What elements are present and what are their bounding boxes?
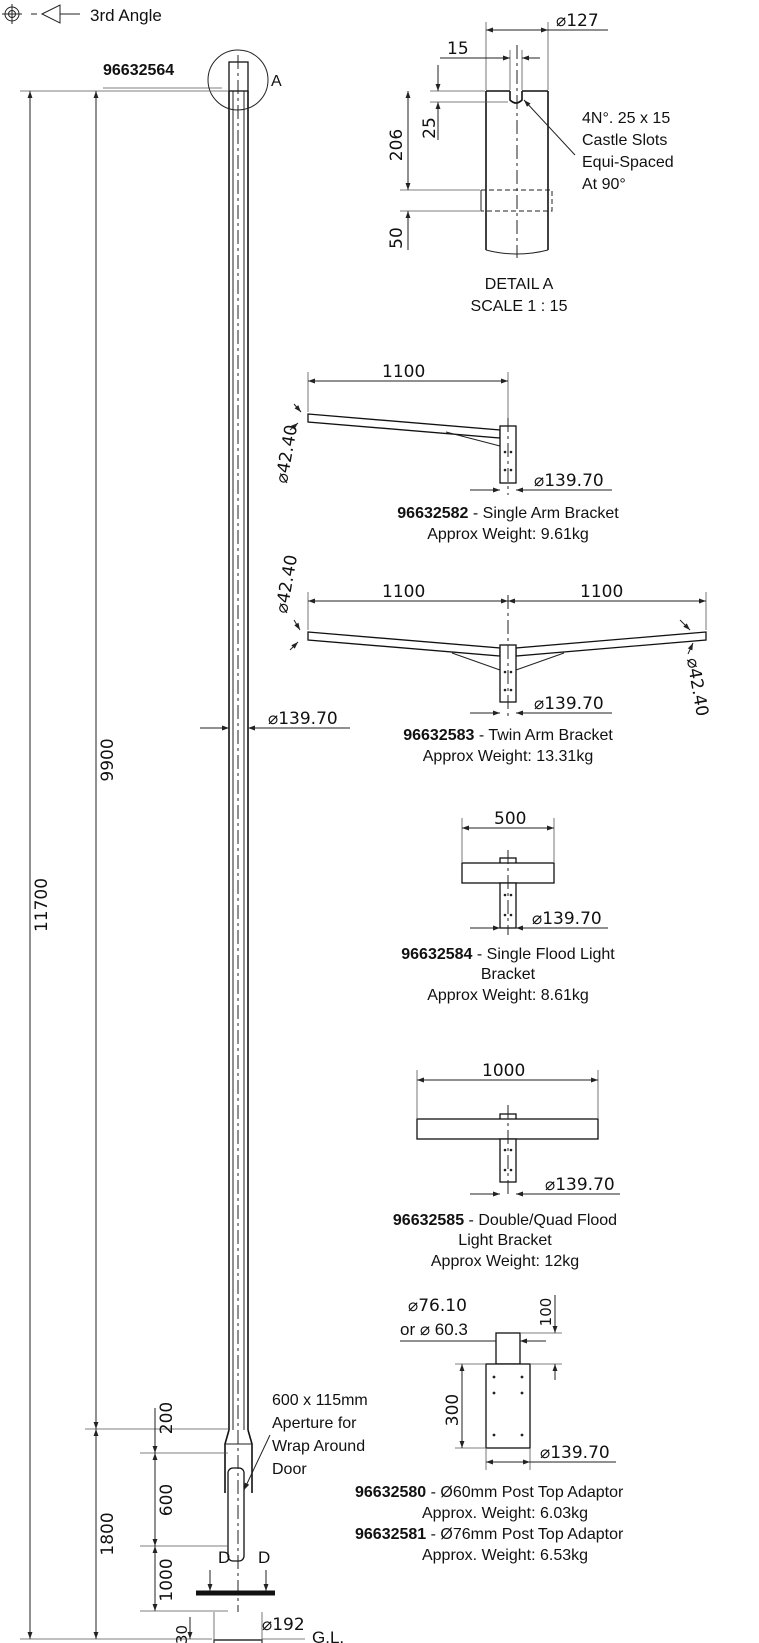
pole-part-number: 96632564 (103, 62, 174, 79)
dim-200: 200 (157, 1402, 177, 1434)
twin-arm-weight: Approx Weight: 13.31kg (423, 748, 593, 765)
detail-a-206: 206 (387, 129, 407, 161)
detail-a-note-line-1: 4N°. 25 x 15 (582, 110, 670, 127)
post-top-60-weight: Approx. Weight: 6.03kg (422, 1505, 588, 1522)
single-arm-caption: 96632582 - Single Arm Bracket (397, 505, 619, 522)
twin-arm-length-right: 1100 (580, 582, 623, 602)
detail-a-scale: SCALE 1 : 15 (471, 298, 568, 315)
detail-a-view (480, 45, 553, 258)
third-angle-projection-icon (2, 4, 80, 24)
detail-a-diameter: ⌀127 (556, 11, 599, 31)
ground-level-label: G.L. (312, 1628, 344, 1643)
dim-total-height: 11700 (32, 878, 52, 932)
door-note-line-3: Wrap Around (272, 1438, 365, 1455)
single-arm-weight: Approx Weight: 9.61kg (427, 526, 589, 543)
double-flood-width: 1000 (482, 1061, 525, 1081)
double-flood-spigot-diameter: ⌀139.70 (545, 1175, 615, 1195)
dim-pole-diameter: ⌀139.70 (268, 709, 338, 729)
dim-base-diameter: ⌀192 (262, 1615, 305, 1635)
post-top-adaptor-view (485, 1332, 531, 1449)
double-flood-caption-2: Light Bracket (458, 1232, 552, 1249)
door-note-line-2: Aperture for (272, 1415, 357, 1432)
detail-a-50: 50 (387, 227, 407, 249)
single-flood-spigot-diameter: ⌀139.70 (532, 909, 602, 929)
twin-arm-bracket-view (307, 595, 707, 716)
double-flood-caption: 96632585 - Double/Quad Flood (393, 1212, 617, 1229)
dim-upper-height: 9900 (98, 738, 118, 781)
detail-a-callout (207, 49, 269, 111)
projection-label: 3rd Angle (90, 6, 162, 25)
detail-a-slot-width: 15 (447, 39, 469, 59)
single-arm-length: 1100 (382, 362, 425, 382)
detail-a-slot-depth: 25 (420, 117, 440, 139)
dim-30: 30 (173, 1625, 191, 1643)
double-flood-bracket-view (416, 1105, 599, 1196)
post-top-60-caption: 96632580 - Ø60mm Post Top Adaptor (355, 1484, 624, 1501)
detail-callout-label: A (271, 73, 282, 90)
section-mark-left: D (218, 1548, 230, 1567)
post-top-diameter: ⌀76.10 (408, 1296, 467, 1316)
single-flood-bracket-view (461, 850, 555, 935)
dim-600: 600 (157, 1484, 177, 1516)
detail-a-note-line-2: Castle Slots (582, 132, 667, 149)
single-arm-spigot-diameter: ⌀139.70 (534, 471, 604, 491)
single-flood-caption-2: Bracket (481, 966, 536, 983)
detail-a-note-line-4: At 90° (582, 176, 626, 193)
single-flood-weight: Approx Weight: 8.61kg (427, 987, 589, 1004)
twin-arm-tube-diameter-left: ⌀42.40 (272, 553, 302, 614)
dim-lower-height: 1800 (98, 1512, 118, 1555)
post-top-76-caption: 96632581 - Ø76mm Post Top Adaptor (355, 1526, 624, 1543)
single-flood-caption: 96632584 - Single Flood Light (401, 946, 615, 963)
dim-1000: 1000 (157, 1558, 177, 1601)
single-arm-bracket-view (307, 413, 517, 495)
twin-arm-length-left: 1100 (382, 582, 425, 602)
post-top-spigot-height: 100 (537, 1298, 555, 1327)
post-top-spigot-diameter: ⌀139.70 (540, 1443, 610, 1463)
double-flood-weight: Approx Weight: 12kg (431, 1253, 579, 1270)
lighting-column (196, 55, 275, 1643)
door-note-line-4: Door (272, 1461, 307, 1478)
single-flood-width: 500 (494, 809, 526, 829)
door-note-line-1: 600 x 115mm (272, 1392, 368, 1409)
single-arm-tube-diameter: ⌀42.40 (272, 423, 302, 484)
detail-a-note-line-3: Equi-Spaced (582, 154, 674, 171)
twin-arm-spigot-diameter: ⌀139.70 (534, 694, 604, 714)
post-top-diameter-alt: or ⌀ 60.3 (400, 1320, 468, 1339)
post-top-76-weight: Approx. Weight: 6.53kg (422, 1547, 588, 1564)
section-mark-right: D (258, 1548, 270, 1567)
post-top-body-height: 300 (443, 1394, 463, 1426)
twin-arm-tube-diameter-right: ⌀42.40 (682, 656, 712, 717)
detail-a-title: DETAIL A (485, 276, 554, 293)
twin-arm-caption: 96632583 - Twin Arm Bracket (403, 727, 613, 744)
